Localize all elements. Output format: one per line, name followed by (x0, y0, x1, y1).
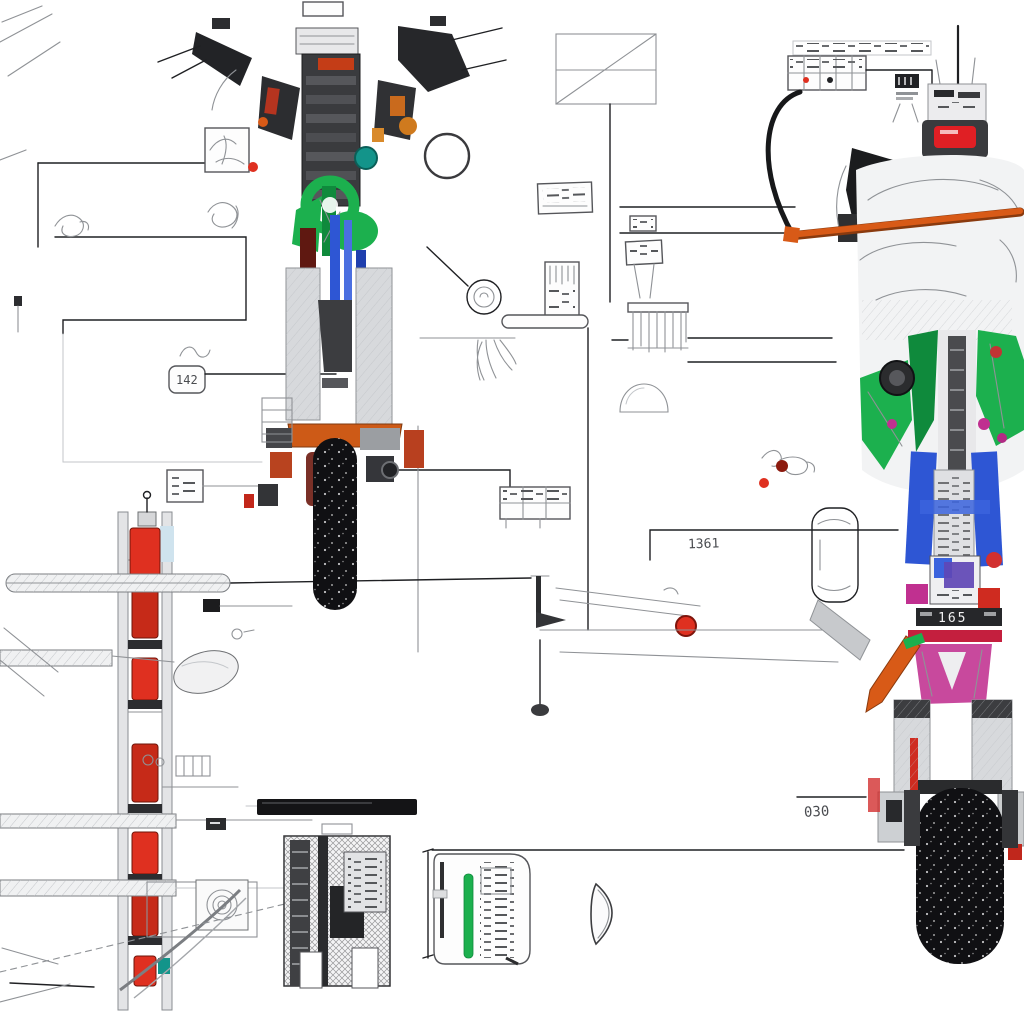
glasses-scribble (231, 628, 255, 640)
top-marker-box (302, 1, 344, 17)
thin-dark-bar (440, 862, 444, 938)
lower-fork-legs (893, 699, 1013, 793)
red-marker-dot (248, 162, 258, 172)
spec-panel-with-green-bar (432, 853, 531, 966)
orange-accent-right (390, 96, 405, 116)
dome-sketch (619, 383, 669, 413)
red-knob (675, 615, 697, 637)
green-indicator-bar (463, 873, 474, 959)
callout-sketch-strokes (209, 135, 245, 165)
engine-case-glyphs (906, 555, 1000, 608)
headlamp-lens-profile (590, 882, 613, 946)
top-stack (922, 57, 988, 158)
scribble-cluster-a (54, 202, 239, 238)
engine-detail-block (283, 823, 391, 989)
motorcycle-front-view-left (157, 1, 507, 610)
front-tire-right-bike (904, 788, 1018, 964)
top-right-parts-table (765, 24, 960, 238)
pink-lower-cluster (914, 644, 992, 704)
teal-component (354, 146, 378, 170)
small-glyphs-mid (142, 754, 239, 830)
corner-hatch-strokes (0, 5, 61, 333)
blue-fork-assembly (905, 451, 1003, 571)
dimension-note-030: 030 (796, 796, 867, 821)
amber-blob (399, 117, 417, 135)
motorcycle-front-view-right: 165 (759, 57, 1024, 964)
part-number-text: 165 (938, 611, 967, 626)
cross-beam-4 (0, 879, 301, 897)
cross-beam-1 (5, 573, 231, 593)
crimson-band (908, 630, 1002, 642)
front-tire-left-bike (313, 438, 357, 610)
left-leader-lines: 142 (0, 5, 337, 640)
cross-beam-3 (0, 813, 313, 829)
left-callout-tag-text: 142 (176, 373, 198, 387)
cross-beam-2-paddle (0, 649, 239, 694)
callout-sketch-box (204, 127, 250, 173)
red-accent-left (264, 87, 280, 115)
upper-horizontal-leaders (619, 206, 796, 234)
connector-glyph (892, 74, 919, 123)
bar-glyph-box (544, 261, 580, 317)
flag-and-cables (229, 575, 839, 716)
scribble-162-marker (759, 449, 816, 488)
orange-lower-arm (809, 599, 926, 714)
axle-leader-and-table (397, 469, 571, 529)
headlight-circle (423, 132, 471, 180)
shock-absorber-column (0, 490, 313, 1011)
callout-plate-a (536, 181, 594, 215)
pale-blue-slab (160, 526, 174, 562)
pill-callout (501, 314, 589, 329)
swoosh-curves (0, 627, 311, 1003)
coil-marker (426, 246, 502, 315)
frame-sketch-rect (555, 33, 657, 105)
handlebar-right (398, 16, 507, 92)
spec-scribble-column (480, 862, 514, 958)
thick-cable-curve (765, 89, 803, 238)
handlebar-left (157, 18, 252, 111)
axle-hardware (244, 397, 424, 508)
glyph-row (792, 40, 932, 56)
dimension-note-text: 030 (804, 804, 830, 821)
lower-forks (285, 267, 393, 431)
frame-ref-tag-text: 1361 (688, 536, 720, 552)
stand-ladder (261, 397, 293, 443)
left-callout-ihs (166, 469, 264, 503)
dimension-line (422, 848, 434, 959)
part-number-band: 165 (916, 608, 1002, 626)
callout-plate-b (624, 215, 664, 299)
tassel-sketch (419, 337, 517, 381)
frame-ref-corner: 1361 (649, 529, 899, 561)
orange-tie-rod (782, 207, 1024, 244)
radiator-comb (611, 302, 837, 363)
saddle-sketch (811, 507, 859, 603)
black-reference-bar (245, 799, 417, 815)
red-lamp (934, 126, 976, 148)
center-leader-structure: 1361 (229, 33, 899, 716)
orange-strip (318, 58, 354, 70)
small-chip-and-line (203, 599, 293, 640)
